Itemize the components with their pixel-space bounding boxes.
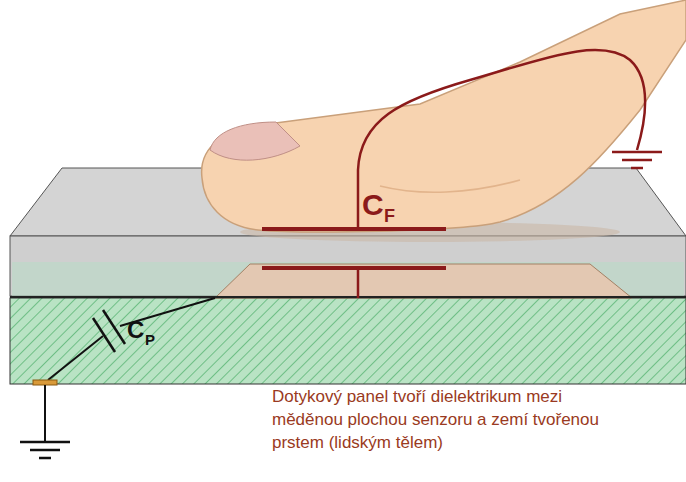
capacitance-subscript: F — [384, 207, 395, 225]
note-text: Dotykový panel tvoří dielektrikum mezi m… — [272, 386, 632, 455]
ground-wire — [44, 385, 46, 442]
pcb-layer — [10, 298, 686, 384]
ground-symbol — [612, 152, 662, 168]
ground-electrode — [33, 380, 57, 385]
capacitance-symbol: C — [127, 318, 144, 342]
finger-ground-wire — [358, 50, 645, 229]
fingernail — [210, 122, 300, 160]
cf-lower-plate — [262, 266, 446, 270]
pcb-surface-line — [10, 296, 686, 298]
capacitance-subscript: P — [145, 332, 155, 347]
copper-sensor-pad — [215, 264, 632, 298]
finger — [202, 0, 686, 232]
cf-upper-plate — [262, 227, 446, 231]
finger-crease — [380, 180, 520, 192]
capacitance-symbol: C — [362, 190, 384, 220]
cp-plate-b — [93, 318, 115, 352]
cp-wire-bottom — [48, 336, 103, 380]
ground-symbol — [20, 442, 70, 458]
pad-wire — [357, 268, 360, 298]
